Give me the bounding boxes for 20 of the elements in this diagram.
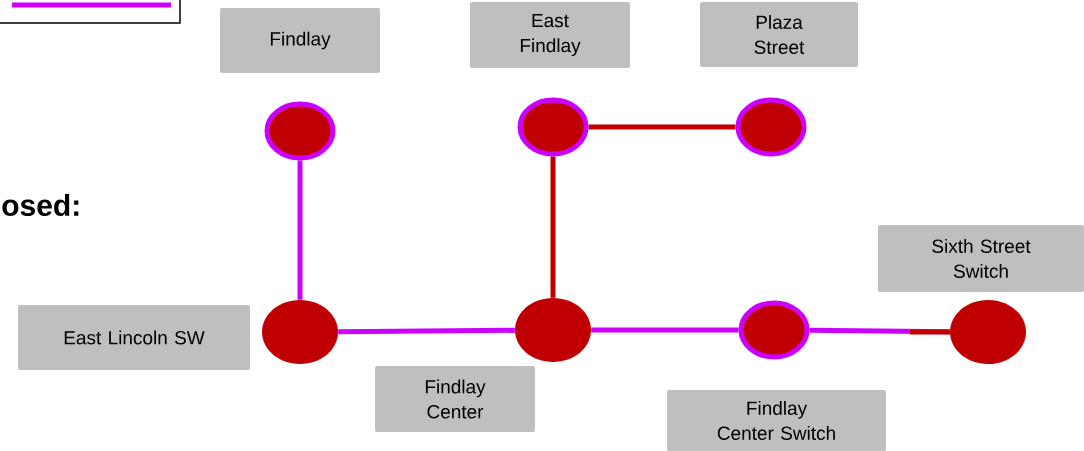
- line: [297, 160, 303, 300]
- station-circle: [738, 300, 810, 360]
- label-box: Findlay Center: [375, 366, 535, 432]
- line: [588, 124, 736, 130]
- label-box: Sixth Street Switch: [878, 225, 1084, 292]
- line: [338, 327, 515, 335]
- line: [591, 327, 739, 333]
- station-circle: [264, 101, 336, 161]
- label-box: East Findlay: [470, 2, 630, 68]
- substation-circle: [950, 300, 1026, 364]
- substation-circle: [515, 298, 591, 362]
- heading-text: osed:: [2, 194, 79, 216]
- label-box: East Lincoln SW: [18, 305, 250, 370]
- label-box: Findlay Center Switch: [667, 390, 886, 451]
- station-circle: [735, 97, 807, 157]
- label-box: Plaza Street: [700, 2, 858, 67]
- substation-circle: [262, 300, 338, 364]
- station-circle: [517, 97, 589, 157]
- line: [550, 156, 556, 298]
- label-box: Findlay: [220, 8, 380, 73]
